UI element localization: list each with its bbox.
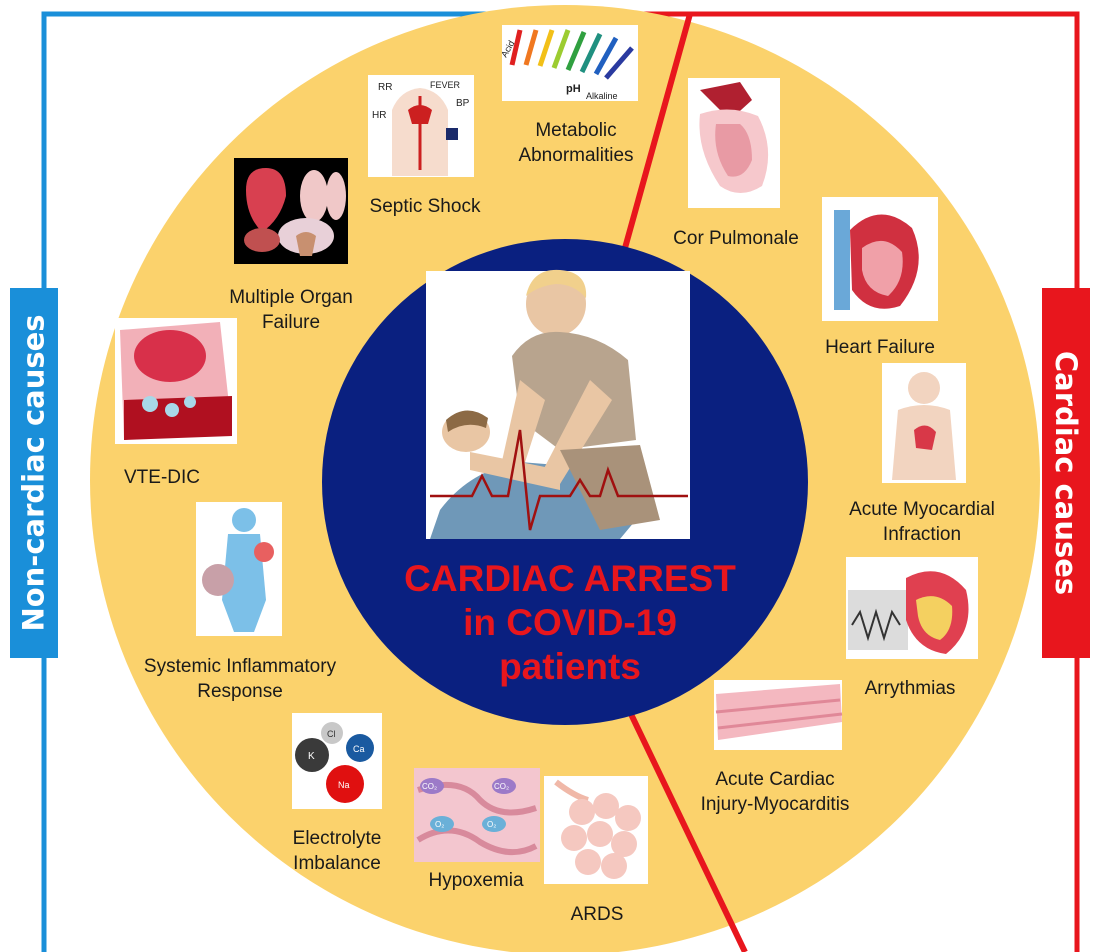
center-title-line2: in COVID-19 (330, 601, 810, 645)
electrolyte-illustration: K Cl Ca Na (292, 713, 382, 809)
cardiac-causes-label: Cardiac causes (1049, 351, 1083, 595)
center-title-line3: patients (330, 645, 810, 689)
acute-cardiac-line2: Injury-Myocarditis (701, 792, 850, 817)
cor-pulmonale-illustration (688, 78, 780, 208)
metabolic-line1: Metabolic (518, 118, 633, 143)
center-title: CARDIAC ARREST in COVID-19 patients (330, 557, 810, 689)
ards-illustration (544, 776, 648, 884)
cor-pulmonale-label: Cor Pulmonale (673, 226, 799, 251)
ards-line1: ARDS (571, 902, 624, 927)
acute-cardiac-line1: Acute Cardiac (701, 767, 850, 792)
hypoxemia-illustration: CO₂ CO₂ O₂ O₂ (414, 768, 540, 862)
acute-cardiac-injury-label: Acute Cardiac Injury-Myocarditis (701, 767, 850, 817)
septic-shock-label: Septic Shock (370, 194, 481, 219)
septic-shock-illustration: RR FEVER HR BP (368, 75, 474, 177)
systemic-line2: Response (144, 679, 336, 704)
septic-line1: Septic Shock (370, 194, 481, 219)
electrolyte-line1: Electrolyte (293, 826, 382, 851)
vte-dic-label: VTE-DIC (124, 465, 200, 490)
acute-myocardial-infraction-label: Acute Myocardial Infraction (849, 497, 995, 547)
gas-o2-a-text: O₂ (435, 820, 444, 829)
ion-k-text: K (308, 751, 315, 762)
acute-cardiac-injury-illustration (714, 680, 842, 750)
multiple-organ-line2: Failure (229, 310, 353, 335)
septic-fever-text: FEVER (430, 80, 461, 90)
ph-label-text: pH (566, 83, 581, 95)
heart-failure-line1: Heart Failure (825, 335, 935, 360)
ami-line1: Acute Myocardial (849, 497, 995, 522)
ph-scale-illustration: Acid pH Alkaline (499, 25, 638, 101)
arrythmias-line1: Arrythmias (865, 676, 956, 701)
multiple-organ-illustration (234, 158, 348, 264)
cor-pulmonale-line1: Cor Pulmonale (673, 226, 799, 251)
ion-cl-text: Cl (327, 729, 336, 739)
multiple-organ-line1: Multiple Organ (229, 285, 353, 310)
cpr-illustration (426, 270, 690, 539)
non-cardiac-causes-label: Non-cardiac causes (17, 314, 51, 631)
multiple-organ-failure-label: Multiple Organ Failure (229, 285, 353, 335)
ph-alkaline-text: Alkaline (586, 91, 618, 101)
heart-failure-label: Heart Failure (825, 335, 935, 360)
non-cardiac-causes-tab: Non-cardiac causes (10, 288, 58, 658)
ion-na-text: Na (338, 780, 350, 790)
hypoxemia-label: Hypoxemia (428, 868, 523, 893)
septic-hr-text: HR (372, 110, 386, 121)
vte-line1: VTE-DIC (124, 465, 200, 490)
center-title-line1: CARDIAC ARREST (330, 557, 810, 601)
systemic-inflammatory-illustration (196, 502, 282, 636)
metabolic-line2: Abnormalities (518, 143, 633, 168)
acute-mi-illustration (882, 363, 966, 483)
arrythmias-illustration (846, 557, 978, 659)
cardiac-causes-tab: Cardiac causes (1042, 288, 1090, 658)
electrolyte-imbalance-label: Electrolyte Imbalance (293, 826, 382, 876)
ami-line2: Infraction (849, 522, 995, 547)
ion-ca-text: Ca (353, 744, 365, 754)
septic-bp-text: BP (456, 98, 470, 109)
arrythmias-label: Arrythmias (865, 676, 956, 701)
hypoxemia-line1: Hypoxemia (428, 868, 523, 893)
metabolic-abnormalities-label: Metabolic Abnormalities (518, 118, 633, 168)
gas-co2-a-text: CO₂ (422, 782, 437, 791)
septic-rr-text: RR (378, 82, 392, 93)
ards-label: ARDS (571, 902, 624, 927)
gas-co2-b-text: CO₂ (494, 782, 509, 791)
heart-failure-illustration (822, 197, 938, 321)
vte-dic-illustration (115, 318, 237, 444)
gas-o2-b-text: O₂ (487, 820, 496, 829)
electrolyte-line2: Imbalance (293, 851, 382, 876)
systemic-inflammatory-label: Systemic Inflammatory Response (144, 654, 336, 704)
systemic-line1: Systemic Inflammatory (144, 654, 336, 679)
